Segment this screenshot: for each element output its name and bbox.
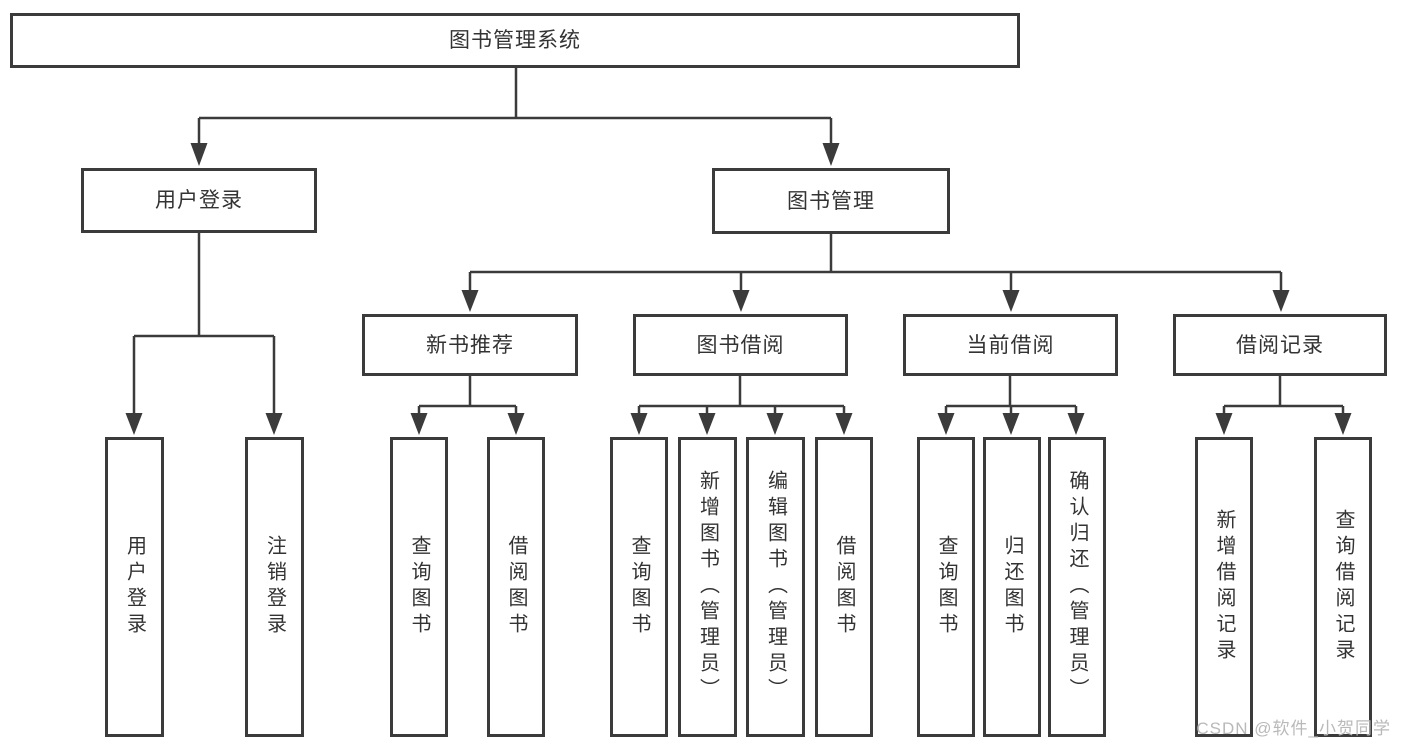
node-current-borrowing: 当前借阅 (903, 314, 1118, 376)
leaf-confirm-return-admin-label: 确认归还（管理员） (1066, 470, 1088, 704)
connector-user-login-children (132, 233, 276, 418)
leaf-query-books-3-label: 查询图书 (935, 535, 957, 639)
node-book-borrowing-label: 图书借阅 (696, 333, 785, 357)
arrowheads (125, 143, 1352, 435)
node-user-login: 用户登录 (81, 168, 317, 233)
node-library-system-label: 图书管理系统 (449, 29, 581, 52)
connector-book-borrowing-children (637, 376, 846, 416)
leaf-user-login-label: 用户登录 (123, 535, 146, 639)
leaf-edit-books-admin-label: 编辑图书（管理员） (764, 470, 787, 704)
csdn-watermark: CSDN @软件_小贺同学 (1196, 719, 1391, 738)
leaf-query-books-2-label: 查询图书 (628, 535, 650, 639)
node-borrowing-records: 借阅记录 (1173, 314, 1387, 376)
node-library-system: 图书管理系统 (10, 13, 1020, 68)
node-current-borrowing-label: 当前借阅 (966, 333, 1055, 357)
leaf-query-books-1-label: 查询图书 (408, 535, 430, 639)
leaf-query-borrow-record: 查询借阅记录 (1314, 437, 1372, 737)
node-borrowing-records-label: 借阅记录 (1236, 333, 1324, 357)
leaf-return-books: 归还图书 (983, 437, 1041, 737)
leaf-borrow-books-2: 借阅图书 (815, 437, 873, 737)
connector-current-borrowing-children (944, 376, 1078, 416)
leaf-confirm-return-admin: 确认归还（管理员） (1048, 437, 1106, 737)
connector-book-management-children (468, 234, 1283, 294)
node-book-management-label: 图书管理 (787, 189, 875, 213)
leaf-add-borrow-record: 新增借阅记录 (1195, 437, 1253, 737)
leaf-add-books-admin: 新增图书（管理员） (678, 437, 737, 737)
leaf-add-borrow-record-label: 新增借阅记录 (1213, 509, 1235, 665)
connector-borrowing-records-children (1222, 376, 1345, 416)
leaf-borrow-books-1-label: 借阅图书 (505, 535, 527, 639)
leaf-query-borrow-record-label: 查询借阅记录 (1332, 509, 1354, 665)
leaf-borrow-books-2-label: 借阅图书 (833, 535, 855, 639)
leaf-add-books-admin-label: 新增图书（管理员） (696, 470, 719, 704)
leaf-logout-login: 注销登录 (245, 437, 304, 737)
leaf-return-books-label: 归还图书 (1001, 535, 1023, 639)
connector-new-book-recommend-children (417, 376, 518, 416)
node-book-borrowing: 图书借阅 (633, 314, 848, 376)
node-new-book-recommend: 新书推荐 (362, 314, 578, 376)
node-new-book-recommend-label: 新书推荐 (426, 333, 514, 357)
leaf-borrow-books-1: 借阅图书 (487, 437, 545, 737)
leaf-query-books-1: 查询图书 (390, 437, 448, 737)
leaf-edit-books-admin: 编辑图书（管理员） (746, 437, 805, 737)
node-user-login-label: 用户登录 (155, 189, 243, 212)
node-book-management: 图书管理 (712, 168, 950, 234)
connector-root-to-level2 (197, 68, 833, 150)
leaf-user-login: 用户登录 (105, 437, 164, 737)
leaf-query-books-2: 查询图书 (610, 437, 668, 737)
leaf-logout-login-label: 注销登录 (263, 535, 286, 639)
leaf-query-books-3: 查询图书 (917, 437, 975, 737)
